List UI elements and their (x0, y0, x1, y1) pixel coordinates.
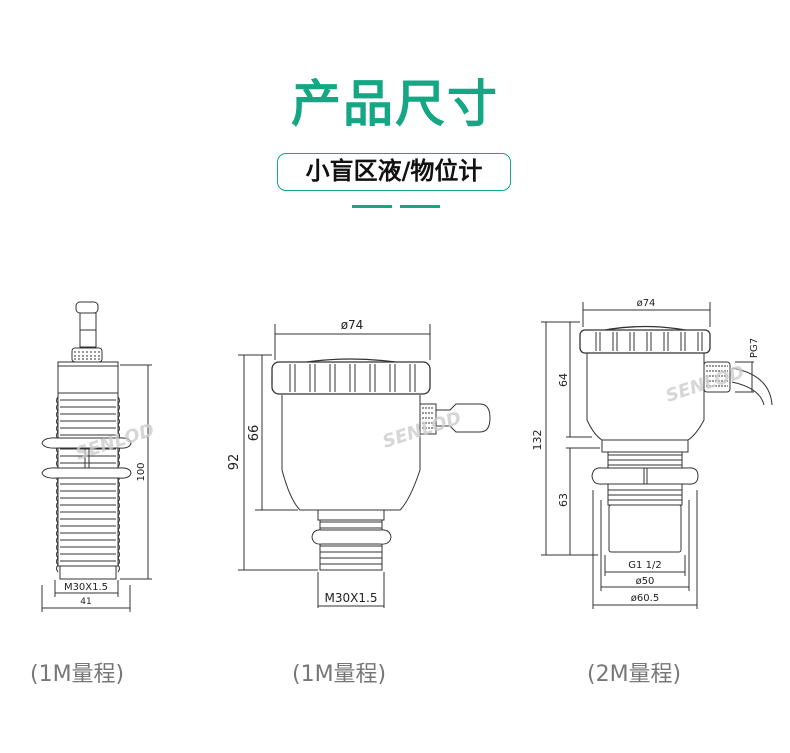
dim-nut-diameter-3: ø60.5 (631, 593, 659, 604)
thread-line (56, 529, 120, 538)
drawing-2m-cup-sensor: ø74 64 132 63 G1 1/2 ø50 ø60.5 PG7 (531, 298, 773, 609)
thread-line (56, 410, 120, 419)
thread-line (56, 550, 120, 559)
thread-line (56, 396, 120, 405)
dim-thread-1: M30X1.5 (64, 582, 108, 593)
page-title: 产品尺寸 (291, 75, 499, 133)
thread-line (56, 536, 120, 545)
dim-body-height-2: 66 (247, 425, 262, 442)
drawing-1m-cup-sensor: ø74 66 92 M30X1.5 (227, 318, 491, 608)
dim-thread-3: G1 1/2 (628, 560, 661, 571)
thread-line (56, 515, 120, 524)
dim-probe-diameter-3: ø50 (636, 576, 655, 587)
thread-line (56, 508, 120, 517)
caption-drawing-3: (2M量程) (587, 662, 682, 687)
dim-height-1: 100 (136, 462, 147, 481)
thread-line (56, 501, 120, 510)
divider-right (400, 205, 440, 208)
dim-cable-gland-3: PG7 (749, 338, 760, 358)
drawing-1m-rod-sensor: 100 M30X1.5 41 (41, 301, 152, 612)
dim-total-height-3: 132 (531, 430, 544, 451)
thread-line (56, 522, 120, 531)
thread-line (56, 424, 120, 433)
thread-line (56, 459, 120, 468)
dim-thread-2: M30X1.5 (325, 591, 378, 605)
dim-diameter-2: ø74 (341, 318, 364, 332)
caption-drawing-2: (1M量程) (292, 662, 387, 687)
dim-body-height-3: 64 (557, 373, 570, 387)
thread-line (56, 403, 120, 412)
divider-left (352, 205, 392, 208)
thread-line (56, 417, 120, 426)
product-subtitle-badge: 小盲区液/物位计 (277, 153, 511, 191)
thread-line (56, 487, 120, 496)
dim-diameter-3: ø74 (637, 298, 656, 309)
caption-drawing-1: (1M量程) (30, 662, 125, 687)
thread-line (56, 452, 120, 461)
thread-line (56, 494, 120, 503)
thread-line (56, 543, 120, 552)
dim-probe-height-3: 63 (557, 493, 570, 507)
dim-total-height-2: 92 (227, 454, 242, 471)
thread-line (56, 480, 120, 489)
thread-line (56, 557, 120, 566)
dim-width-1: 41 (80, 597, 91, 607)
